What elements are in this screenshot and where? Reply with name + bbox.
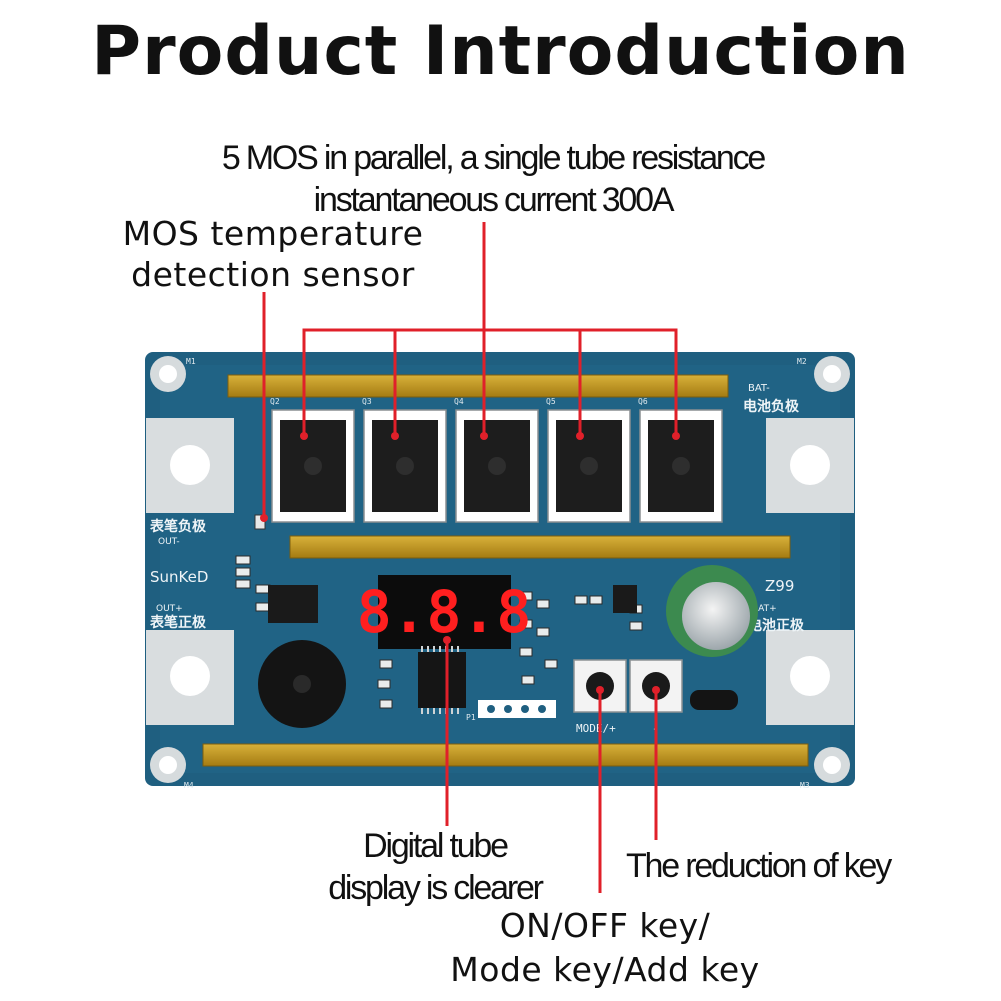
copper-bar-top	[227, 374, 729, 398]
terminal-pad-out-pos	[146, 630, 234, 725]
side-connector	[690, 690, 738, 710]
caption-display-line1: Digital tube	[363, 827, 509, 865]
transistor-sot	[613, 585, 637, 613]
out-neg-label-en: OUT-	[158, 537, 180, 547]
mos-label-q2: Q2	[270, 397, 280, 406]
bat-neg-label-cn: 电池负极	[743, 398, 800, 415]
mounting-hole-m4	[150, 747, 186, 783]
mounting-hole-m2	[814, 356, 850, 392]
caption-temp-sensor-line1: MOS temperature	[122, 214, 424, 253]
mos-label-q6: Q6	[638, 397, 648, 406]
terminal-pad-out-neg	[146, 418, 234, 513]
bat-neg-label-en: BAT-	[748, 383, 770, 394]
out-pos-label-cn: 表笔正极	[149, 614, 207, 631]
caption-mos-parallel-line1: 5 MOS in parallel, a single tube resista…	[221, 139, 766, 177]
temperature-sensor-chip	[254, 514, 266, 530]
mos-transistor-q5	[547, 409, 631, 523]
caption-onoff-key-line1: ON/OFF key/	[499, 906, 711, 945]
electrolytic-capacitor	[666, 565, 758, 657]
out-neg-label-cn: 表笔负极	[149, 518, 207, 535]
mos-transistor-q4	[455, 409, 539, 523]
corner-label-m1: M1	[186, 357, 196, 366]
mode-key-silkscreen: MODE/+	[576, 722, 616, 735]
mos-label-q4: Q4	[454, 397, 464, 406]
page-title: Product Introduction	[91, 12, 910, 91]
callout-dots	[260, 432, 680, 694]
mos-label-q3: Q3	[362, 397, 372, 406]
caption-display-line2: display is clearer	[328, 869, 544, 907]
mos-label-q5: Q5	[546, 397, 556, 406]
corner-label-m4: M4	[184, 781, 194, 790]
bat-pos-label-cn: 电池正极	[748, 617, 805, 634]
callout-lines	[262, 222, 678, 893]
bridge-rectifier	[268, 585, 318, 623]
terminal-pad-bat-neg	[766, 418, 854, 513]
seven-segment-display	[378, 575, 511, 649]
mounting-hole-m3	[814, 747, 850, 783]
caption-mos-parallel-line2: instantaneous current 300A	[313, 181, 675, 219]
mos-transistor-q2	[271, 409, 355, 523]
brand-label: SunKeD	[150, 568, 208, 586]
mos-transistor-q6	[639, 409, 723, 523]
caption-onoff-key-line2: Mode key/Add key	[450, 950, 760, 989]
terminal-pad-bat-pos	[766, 630, 854, 725]
pin-header-p1	[478, 700, 556, 718]
mos-transistor-q3	[363, 409, 447, 523]
display-readout: 8.8.8	[357, 578, 532, 646]
buzzer	[258, 640, 346, 728]
copper-bar-bottom	[202, 743, 809, 767]
caption-reduction-key: The reduction of key	[625, 847, 892, 885]
controller-chip	[418, 646, 466, 714]
bat-pos-label-en: BAT+	[752, 604, 777, 614]
corner-label-m3: M3	[800, 781, 810, 790]
model-label: Z99	[765, 577, 794, 595]
out-pos-label-en: OUT+	[156, 604, 183, 614]
mounting-hole-m1	[150, 356, 186, 392]
smd-components	[235, 555, 643, 709]
caption-temp-sensor-line2: detection sensor	[131, 255, 415, 294]
corner-label-m2: M2	[797, 357, 807, 366]
header-label: P1	[466, 713, 476, 722]
copper-bar-middle	[289, 535, 791, 559]
